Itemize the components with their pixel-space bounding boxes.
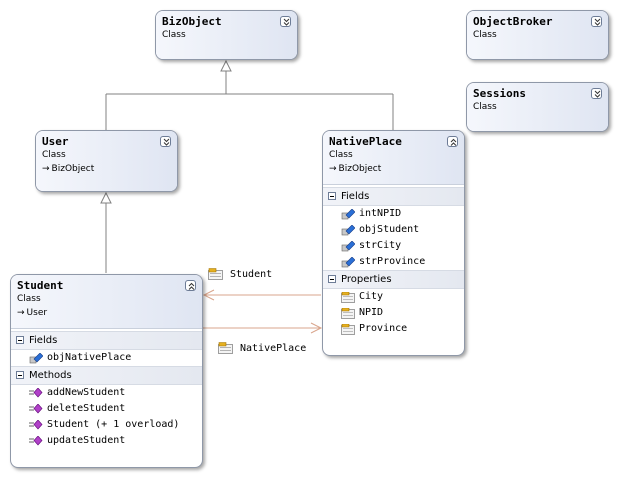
association-label-nativeplace[interactable]: NativePlace bbox=[218, 342, 318, 356]
class-kind: Class bbox=[42, 150, 66, 160]
section-label: Properties bbox=[341, 274, 392, 285]
field-name: strCity bbox=[359, 240, 402, 251]
fields-section-header[interactable]: Fields bbox=[11, 331, 202, 350]
field-item[interactable]: objStudent bbox=[323, 222, 464, 238]
field-item[interactable]: objNativePlace bbox=[11, 350, 202, 366]
class-header: BizObject Class bbox=[156, 11, 297, 59]
field-icon bbox=[341, 241, 355, 252]
field-item[interactable]: intNPID bbox=[323, 206, 464, 222]
property-name: City bbox=[359, 291, 384, 302]
field-icon bbox=[341, 209, 355, 220]
class-objectbroker[interactable]: ObjectBroker Class bbox=[466, 10, 609, 60]
class-header: NativePlace Class →BizObject bbox=[323, 131, 464, 185]
class-name: User bbox=[42, 135, 69, 148]
property-name: Province bbox=[359, 323, 408, 334]
field-name: objNativePlace bbox=[47, 352, 132, 363]
base-class-name: BizObject bbox=[51, 164, 95, 174]
method-icon bbox=[29, 420, 43, 430]
section-label: Fields bbox=[341, 191, 370, 202]
field-item[interactable]: strCity bbox=[323, 238, 464, 254]
expand-chevron-icon[interactable] bbox=[591, 88, 602, 99]
expand-chevron-icon[interactable] bbox=[280, 16, 291, 27]
field-name: intNPID bbox=[359, 208, 402, 219]
class-header: Sessions Class bbox=[467, 83, 608, 131]
property-item[interactable]: NPID bbox=[323, 305, 464, 321]
class-kind: Class bbox=[162, 30, 186, 40]
property-name: NPID bbox=[359, 307, 384, 318]
inheritance-user bbox=[100, 191, 112, 273]
field-icon bbox=[341, 225, 355, 236]
method-item[interactable]: Student (+ 1 overload) bbox=[11, 417, 202, 433]
association-property-icon bbox=[208, 268, 223, 280]
class-header: User Class →BizObject bbox=[36, 131, 177, 191]
methods-section-header[interactable]: Methods bbox=[11, 366, 202, 385]
base-class: →BizObject bbox=[42, 162, 171, 176]
class-name: BizObject bbox=[162, 15, 222, 28]
method-item[interactable]: deleteStudent bbox=[11, 401, 202, 417]
collapse-chevron-icon[interactable] bbox=[447, 136, 458, 147]
method-name: addNewStudent bbox=[47, 387, 126, 398]
class-name: NativePlace bbox=[329, 135, 402, 148]
base-class: →BizObject bbox=[329, 162, 458, 176]
class-name: Student bbox=[17, 279, 64, 292]
base-class: →User bbox=[17, 306, 196, 320]
method-item[interactable]: addNewStudent bbox=[11, 385, 202, 401]
collapse-section-icon[interactable] bbox=[16, 371, 24, 379]
field-icon bbox=[341, 257, 355, 268]
property-icon bbox=[341, 324, 355, 335]
expand-chevron-icon[interactable] bbox=[160, 136, 171, 147]
fields-section-header[interactable]: Fields bbox=[323, 187, 464, 206]
class-kind: Class bbox=[329, 150, 353, 160]
collapse-section-icon[interactable] bbox=[328, 275, 336, 283]
association-label-student[interactable]: Student bbox=[208, 268, 288, 282]
collapse-section-icon[interactable] bbox=[16, 336, 24, 344]
method-icon bbox=[29, 436, 43, 446]
expand-chevron-icon[interactable] bbox=[591, 16, 602, 27]
inherits-arrow-icon: → bbox=[42, 164, 50, 174]
field-item[interactable]: strProvince bbox=[323, 254, 464, 270]
association-to-student bbox=[202, 289, 321, 301]
property-icon bbox=[341, 308, 355, 319]
inherits-arrow-icon: → bbox=[17, 308, 25, 318]
association-label-text: NativePlace bbox=[240, 343, 307, 354]
class-nativeplace[interactable]: NativePlace Class →BizObject Fields intN… bbox=[322, 130, 465, 356]
class-kind: Class bbox=[473, 102, 497, 112]
base-class-name: BizObject bbox=[338, 164, 382, 174]
inheritance-bizobject bbox=[105, 59, 394, 131]
property-item[interactable]: Province bbox=[323, 321, 464, 337]
section-label: Methods bbox=[29, 370, 72, 381]
association-to-nativeplace bbox=[203, 322, 323, 334]
class-sessions[interactable]: Sessions Class bbox=[466, 82, 609, 132]
method-icon bbox=[29, 404, 43, 414]
class-student[interactable]: Student Class →User Fields objNativePlac… bbox=[10, 274, 203, 468]
base-class-name: User bbox=[26, 308, 48, 318]
class-header: Student Class →User bbox=[11, 275, 202, 329]
method-icon bbox=[29, 388, 43, 398]
property-item[interactable]: City bbox=[323, 289, 464, 305]
section-label: Fields bbox=[29, 335, 58, 346]
collapse-section-icon[interactable] bbox=[328, 192, 336, 200]
class-kind: Class bbox=[473, 30, 497, 40]
class-user[interactable]: User Class →BizObject bbox=[35, 130, 178, 192]
method-name: Student (+ 1 overload) bbox=[47, 419, 180, 430]
collapse-chevron-icon[interactable] bbox=[185, 280, 196, 291]
property-icon bbox=[341, 292, 355, 303]
method-name: updateStudent bbox=[47, 435, 126, 446]
field-icon bbox=[29, 353, 43, 364]
field-name: objStudent bbox=[359, 224, 420, 235]
method-item[interactable]: updateStudent bbox=[11, 433, 202, 449]
inherits-arrow-icon: → bbox=[329, 164, 337, 174]
association-label-text: Student bbox=[230, 269, 273, 280]
class-name: ObjectBroker bbox=[473, 15, 553, 28]
class-header: ObjectBroker Class bbox=[467, 11, 608, 59]
class-kind: Class bbox=[17, 294, 41, 304]
properties-section-header[interactable]: Properties bbox=[323, 270, 464, 289]
method-name: deleteStudent bbox=[47, 403, 126, 414]
field-name: strProvince bbox=[359, 256, 426, 267]
class-name: Sessions bbox=[473, 87, 526, 100]
association-property-icon bbox=[218, 342, 233, 354]
class-bizobject[interactable]: BizObject Class bbox=[155, 10, 298, 60]
